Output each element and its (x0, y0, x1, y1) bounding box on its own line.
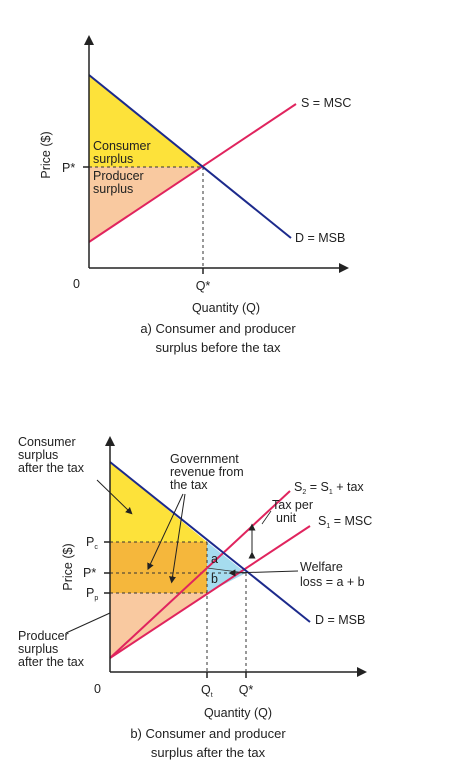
q-star-label: Q* (196, 279, 211, 293)
demand-label: D = MSB (295, 231, 345, 245)
gov-revenue-label-1: Government (170, 452, 239, 466)
caption-a-line2: surplus before the tax (155, 340, 281, 355)
caption-b-line2: surplus after the tax (151, 745, 266, 760)
consumer-after-label-2: surplus (18, 448, 58, 462)
demand-curve-b (109, 461, 311, 623)
supply-curve (88, 103, 297, 243)
x-axis-label-b: Quantity (Q) (204, 706, 272, 720)
s2-label: S2 = S1 + tax (294, 480, 364, 496)
tax-per-pointer (261, 510, 272, 525)
producer-after-label-2: surplus (18, 642, 58, 656)
caption-a-line1: a) Consumer and producer (140, 321, 296, 336)
gov-revenue-pointer-1 (147, 493, 184, 571)
gov-revenue-label-2: revenue from (170, 465, 244, 479)
producer-surplus-label-1: Producer (93, 169, 144, 183)
supply-label: S = MSC (301, 96, 351, 110)
p-star-label-b: P* (83, 566, 96, 580)
x-axis-label: Quantity (Q) (192, 301, 260, 315)
gov-revenue-pointer-2 (169, 493, 186, 584)
supply-s2-curve (109, 490, 291, 659)
government-revenue-area (110, 542, 207, 593)
consumer-surplus-label-1: Consumer (93, 139, 151, 153)
tax-per-unit-label-2: unit (276, 511, 297, 525)
pc-label: Pc (86, 535, 98, 551)
consumer-after-label-1: Consumer (18, 435, 76, 449)
caption-b-line1: b) Consumer and producer (130, 726, 286, 741)
panel-a: Price ($) 0 P* Q* Quantity (Q) S = MSC D… (39, 35, 351, 355)
producer-after-label-1: Producer (18, 629, 69, 643)
area-b-label: b (211, 572, 218, 586)
p-star-label: P* (62, 161, 75, 175)
q-star-label-b: Q* (239, 683, 254, 697)
gov-revenue-label-3: the tax (170, 478, 208, 492)
consumer-after-label-3: after the tax (18, 461, 85, 475)
producer-surplus-label-2: surplus (93, 182, 133, 196)
panel-b: Price ($) 0 Pc P* Pp Qt Q* Quantity (Q) … (18, 435, 372, 760)
tax-per-unit-label-1: Tax per (272, 498, 313, 512)
welfare-pointer (228, 569, 299, 577)
consumer-after-pointer (96, 479, 133, 515)
welfare-loss-area (207, 542, 246, 593)
demand-label-b: D = MSB (315, 613, 365, 627)
origin-label-b: 0 (94, 682, 101, 696)
producer-after-pointer (65, 612, 111, 634)
supply-s1-curve (109, 525, 311, 659)
area-a-label: a (211, 552, 218, 566)
y-axis-label: Price ($) (39, 131, 53, 178)
demand-curve (88, 74, 292, 239)
pp-label: Pp (86, 586, 98, 602)
s1-label: S1 = MSC (318, 514, 372, 530)
welfare-loss-label-1: Welfare (300, 560, 343, 574)
producer-after-label-3: after the tax (18, 655, 85, 669)
origin-label: 0 (73, 277, 80, 291)
welfare-loss-label-2: loss = a + b (300, 575, 365, 589)
y-axis-label-b: Price ($) (61, 543, 75, 590)
qt-label: Qt (201, 683, 213, 699)
consumer-surplus-label-2: surplus (93, 152, 133, 166)
